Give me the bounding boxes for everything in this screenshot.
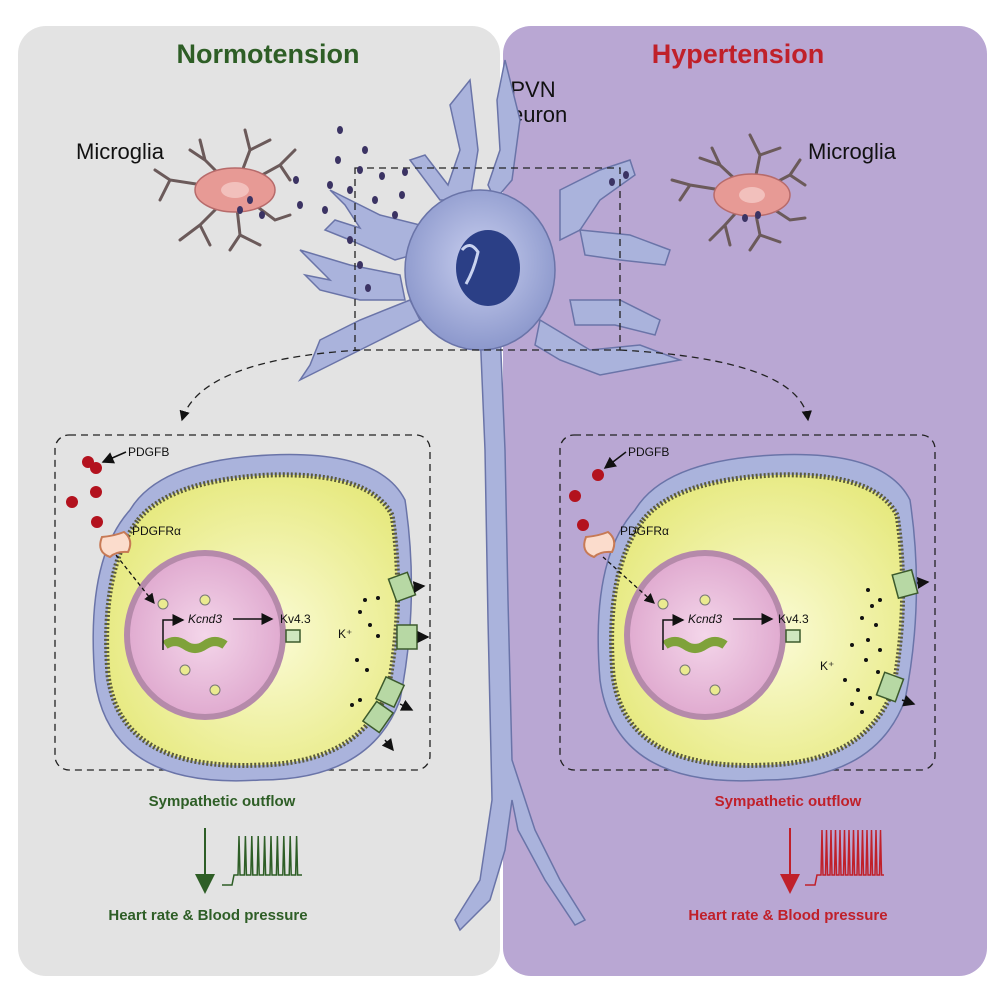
left-channel-label: Kv4.3 <box>280 612 311 626</box>
normotension-title: Normotension <box>176 39 359 69</box>
left-cell <box>92 453 413 782</box>
right-zoom-arrow <box>619 349 812 422</box>
right-pdgfra-label: PDGFRα <box>620 524 669 538</box>
left-pdgfra-label: PDGFRα <box>132 524 181 538</box>
left-spike-train <box>222 835 302 886</box>
left-membrane-channels <box>361 571 418 734</box>
left-pdgfra-receptor <box>99 530 132 559</box>
right-channel-label: Kv4.3 <box>778 612 809 626</box>
left-pdgfb-label: PDGFB <box>128 445 169 459</box>
right-pdgfb-label: PDGFB <box>628 445 669 459</box>
left-pdgfb-ligand <box>66 456 103 528</box>
right-outflow-label: Sympathetic outflow <box>715 793 862 810</box>
hypertension-title: Hypertension <box>652 39 825 69</box>
soma-focus-box <box>354 167 621 351</box>
right-kv43-channel <box>785 629 801 643</box>
left-microglia <box>153 128 297 252</box>
right-effect-label: Heart rate & Blood pressure <box>688 907 887 924</box>
left-k-ions <box>350 596 380 707</box>
left-outflow-label: Sympathetic outflow <box>149 793 296 810</box>
right-gene-label: Kcnd3 <box>688 612 722 626</box>
left-kv43-channel <box>285 629 301 643</box>
neuron-nucleus <box>456 230 520 306</box>
right-microglia-label: Microglia <box>808 139 897 164</box>
right-pdgfb-ligand <box>569 469 604 531</box>
right-spike-train <box>805 829 884 886</box>
pdgfb-particles <box>237 126 761 292</box>
left-cell-box <box>54 434 431 771</box>
left-zoom-arrow <box>179 349 361 422</box>
left-k-label: K⁺ <box>338 627 352 641</box>
right-microglia <box>670 133 807 252</box>
right-cell <box>597 453 918 782</box>
right-membrane-channels <box>875 568 919 703</box>
right-cell-box <box>559 434 936 771</box>
pvn-neuron <box>297 59 683 932</box>
pvn-label: PVN <box>510 77 555 102</box>
left-microglia-label: Microglia <box>76 139 165 164</box>
right-k-ions <box>843 588 882 714</box>
left-effect-label: Heart rate & Blood pressure <box>108 907 307 924</box>
left-gene-label: Kcnd3 <box>188 612 222 626</box>
right-k-label: K⁺ <box>820 659 834 673</box>
right-pdgfra-receptor <box>583 530 616 559</box>
